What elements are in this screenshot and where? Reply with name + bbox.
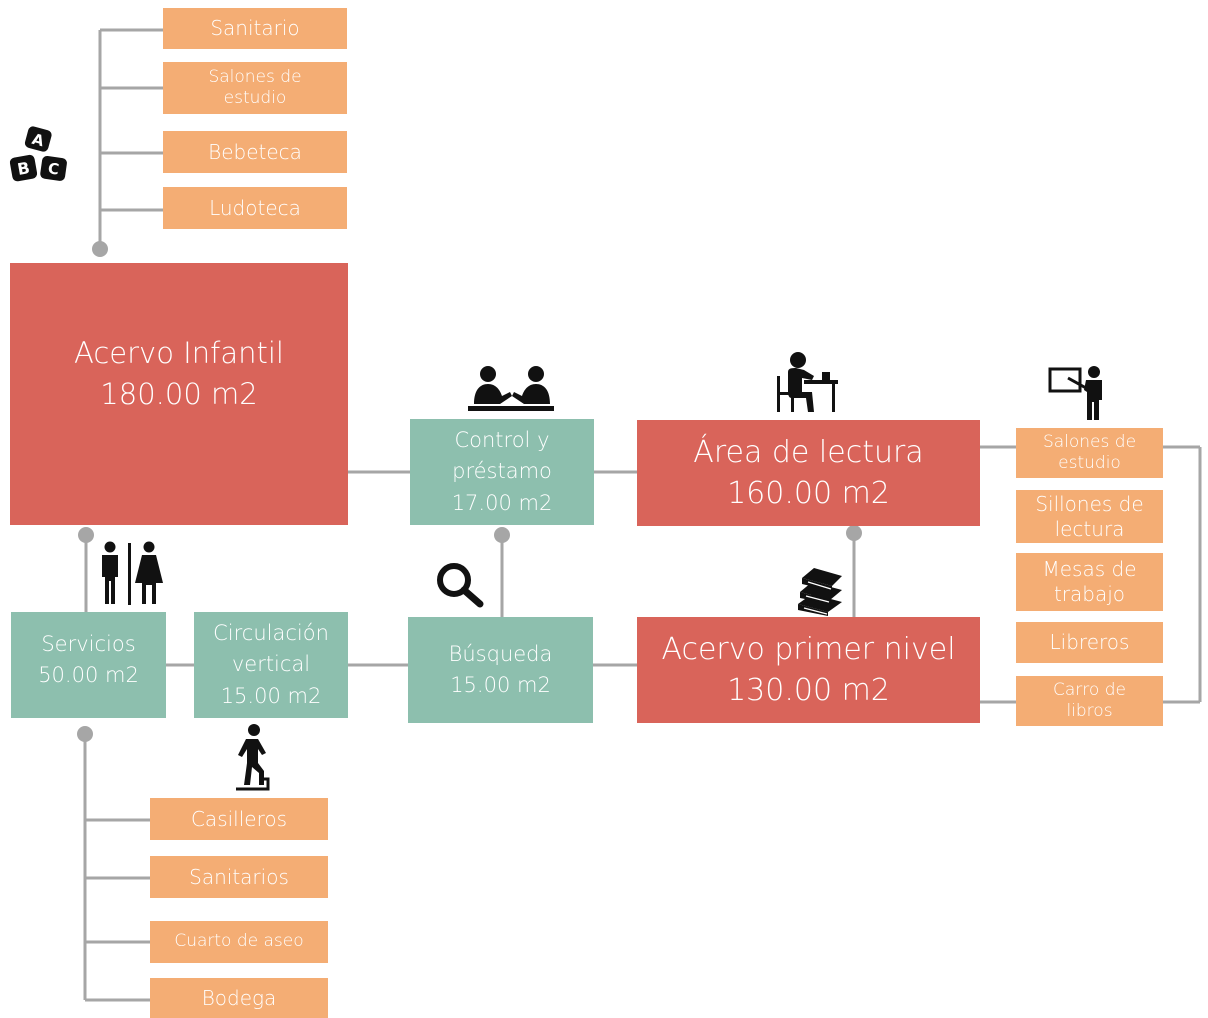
abc-blocks-icon: A B C bbox=[9, 126, 67, 182]
svg-text:B: B bbox=[16, 158, 31, 179]
person-reading-icon bbox=[777, 352, 838, 412]
infantil-subspace-bebeteca: Bebeteca bbox=[163, 131, 347, 173]
servicios-subspace-sanitarios: Sanitarios bbox=[150, 856, 328, 898]
space-servicios: Servicios 50.00 m2 bbox=[11, 612, 166, 718]
teacher-board-icon bbox=[1048, 366, 1102, 420]
servicios-subspace-cuarto-aseo: Cuarto de aseo bbox=[150, 921, 328, 963]
space-control-prestamo: Control y préstamo 17.00 m2 bbox=[410, 419, 594, 525]
lectura-subspace-carro: Carro de libros bbox=[1016, 676, 1163, 726]
svg-text:A: A bbox=[30, 130, 46, 150]
lectura-subspace-libreros: Libreros bbox=[1016, 622, 1163, 663]
infantil-subspace-ludoteca: Ludoteca bbox=[163, 187, 347, 229]
space-busqueda: Búsqueda 15.00 m2 bbox=[408, 617, 593, 723]
space-acervo-primer-nivel: Acervo primer nivel 130.00 m2 bbox=[637, 617, 980, 723]
restroom-icon bbox=[102, 541, 163, 605]
space-circulacion-vertical: Circulación vertical 15.00 m2 bbox=[194, 612, 348, 718]
svg-text:C: C bbox=[47, 159, 60, 178]
infantil-subspace-salones: Salones de estudio bbox=[163, 62, 347, 114]
magnifier-icon bbox=[437, 563, 484, 608]
servicios-subspace-bodega: Bodega bbox=[150, 978, 328, 1018]
lectura-subspace-mesas: Mesas de trabajo bbox=[1016, 553, 1163, 611]
infantil-subspace-sanitario: Sanitario bbox=[163, 8, 347, 49]
lectura-subspace-sillones: Sillones de lectura bbox=[1016, 490, 1163, 543]
lectura-subspace-salones: Salones de estudio bbox=[1016, 428, 1163, 478]
servicios-subspace-casilleros: Casilleros bbox=[150, 798, 328, 840]
people-meeting-icon bbox=[468, 366, 554, 411]
space-area-lectura: Área de lectura 160.00 m2 bbox=[637, 420, 980, 526]
person-climbing-stairs-icon bbox=[236, 724, 270, 791]
space-acervo-infantil: Acervo Infantil 180.00 m2 bbox=[10, 263, 348, 525]
books-stack-icon bbox=[798, 568, 842, 616]
